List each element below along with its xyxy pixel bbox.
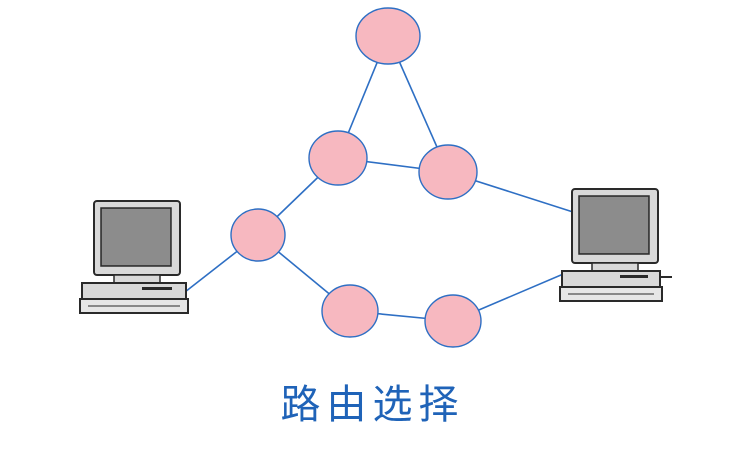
router-bottom-right bbox=[424, 294, 482, 348]
router-bottom-left bbox=[321, 284, 379, 338]
router-mid-right bbox=[418, 144, 478, 200]
network-links bbox=[184, 35, 574, 322]
computer-icon bbox=[559, 188, 672, 302]
computer-icon bbox=[79, 200, 189, 314]
router-top bbox=[355, 7, 421, 65]
routers bbox=[230, 7, 482, 348]
router-left bbox=[230, 208, 286, 262]
router-mid-left bbox=[308, 130, 368, 186]
diagram-caption: 路由选择 bbox=[280, 382, 465, 428]
